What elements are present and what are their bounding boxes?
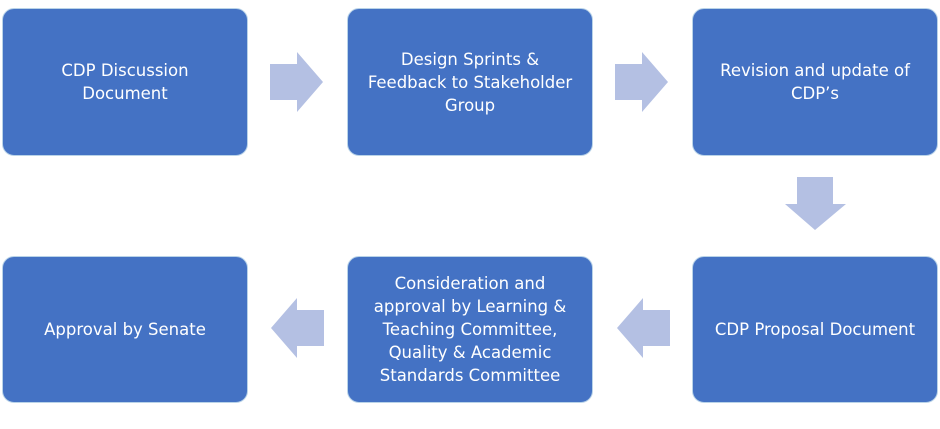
step-label: Approval by Senate bbox=[44, 320, 206, 339]
step-label: CDP Proposal Document bbox=[714, 320, 916, 339]
step-label: Consideration and approval by Learning &… bbox=[373, 274, 567, 385]
step-label: Revision and update of CDP’s bbox=[720, 61, 910, 103]
arrow-left-icon bbox=[271, 298, 325, 360]
step-label: Design Sprints & Feedback to Stakeholder… bbox=[367, 49, 573, 115]
arrow-right-icon bbox=[270, 52, 324, 114]
arrow-down-icon bbox=[785, 177, 847, 231]
step-approval-by-senate: Approval by Senate bbox=[2, 256, 248, 403]
step-committee-approval: Consideration and approval by Learning &… bbox=[347, 256, 593, 403]
step-cdp-proposal-document: CDP Proposal Document bbox=[692, 256, 938, 403]
arrow-right-icon bbox=[615, 52, 669, 114]
step-label: CDP Discussion Document bbox=[61, 61, 189, 103]
arrow-left-icon bbox=[617, 298, 671, 360]
step-design-sprints: Design Sprints & Feedback to Stakeholder… bbox=[347, 8, 593, 156]
step-revision-update: Revision and update of CDP’s bbox=[692, 8, 938, 156]
step-cdp-discussion-document: CDP Discussion Document bbox=[2, 8, 248, 156]
